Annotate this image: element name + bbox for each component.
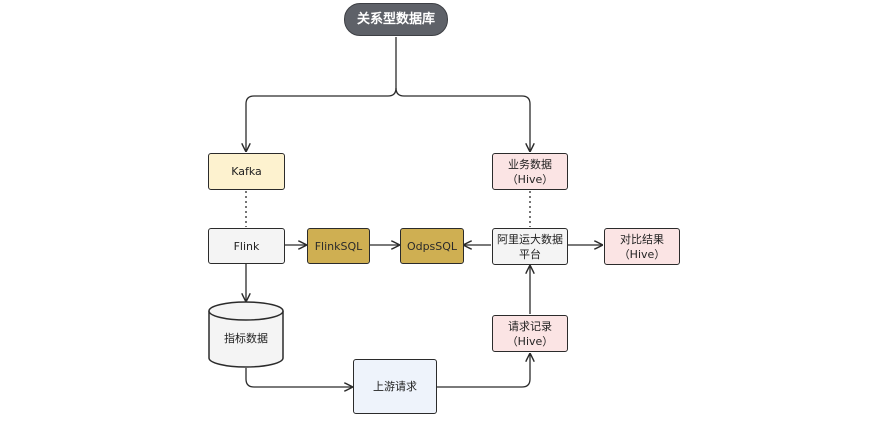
- compare-result-node: 对比结果 （Hive）: [604, 228, 680, 265]
- metric-data-cylinder: [208, 301, 284, 368]
- flink-label: Flink: [233, 239, 260, 253]
- source-db-label: 关系型数据库: [356, 12, 435, 27]
- edge-db-to-kafka: [246, 37, 397, 151]
- business-data-sublabel: （Hive）: [506, 172, 554, 186]
- flinksql-label: FlinkSQL: [314, 239, 363, 253]
- aliyun-platform-node: 阿里运大数据 平台: [492, 228, 568, 265]
- odpssql-node: OdpsSQL: [400, 228, 464, 264]
- metric-data-label: 指标数据: [224, 332, 268, 345]
- aliyun-platform-label: 阿里运大数据: [497, 232, 563, 246]
- request-log-sublabel: （Hive）: [506, 334, 554, 348]
- odpssql-label: OdpsSQL: [406, 239, 458, 253]
- compare-result-sublabel: （Hive）: [618, 247, 666, 261]
- request-log-node: 请求记录 （Hive）: [492, 315, 568, 352]
- flink-node: Flink: [208, 228, 285, 264]
- edge-upstream-to-request-log: [437, 354, 530, 388]
- edge-db-to-business-data: [395, 87, 530, 151]
- aliyun-platform-sublabel: 平台: [519, 247, 541, 261]
- kafka-node: Kafka: [208, 153, 285, 190]
- flinksql-node: FlinkSQL: [307, 228, 370, 264]
- business-data-label: 业务数据: [508, 157, 552, 171]
- kafka-label: Kafka: [231, 165, 262, 178]
- business-data-node: 业务数据 （Hive）: [492, 153, 568, 190]
- request-log-label: 请求记录: [508, 319, 552, 333]
- edge-metrics-to-upstream: [245, 368, 352, 387]
- compare-result-label: 对比结果: [620, 232, 664, 246]
- upstream-request-node: 上游请求: [353, 359, 437, 414]
- upstream-request-label: 上游请求: [373, 380, 417, 393]
- source-db-node: 关系型数据库: [344, 3, 448, 36]
